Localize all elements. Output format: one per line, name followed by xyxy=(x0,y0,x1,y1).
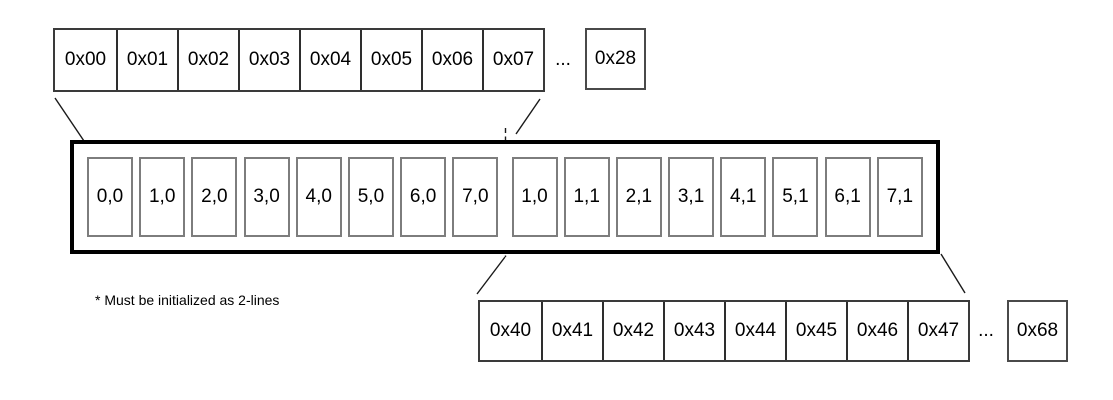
top-row-ellipsis: ... xyxy=(555,49,571,70)
address-cell: 0x47 xyxy=(907,302,968,360)
buffer-cell: 6,0 xyxy=(400,157,447,237)
address-cell: 0x43 xyxy=(663,302,724,360)
buffer-row: 0,0 1,0 2,0 3,0 4,0 5,0 6,0 7,0 1,0 1,1 … xyxy=(74,157,936,237)
memory-top-row: 0x00 0x01 0x02 0x03 0x04 0x05 0x06 0x07 xyxy=(53,28,545,92)
buffer-cell: 7,0 xyxy=(452,157,499,237)
buffer-cell: 3,1 xyxy=(668,157,715,237)
connector-bottom-left-line xyxy=(476,256,506,295)
buffer-cell: 6,1 xyxy=(824,157,871,237)
address-cell: 0x44 xyxy=(724,302,785,360)
buffer-cell: 4,0 xyxy=(295,157,342,237)
address-cell: 0x00 xyxy=(64,49,107,70)
buffer-cell: 1,0 xyxy=(139,157,186,237)
bottom-row-ellipsis: ... xyxy=(978,320,994,341)
footnote: * Must be initialized as 2-lines xyxy=(95,292,280,308)
buffer-cell: 1,0 xyxy=(511,157,558,237)
buffer-container: 0,0 1,0 2,0 3,0 4,0 5,0 6,0 7,0 1,0 1,1 … xyxy=(70,140,940,254)
address-cell: 0x02 xyxy=(177,30,238,90)
connector-top-right-line xyxy=(515,98,541,135)
address-cell: 0x05 xyxy=(360,30,421,90)
address-cell: 0x45 xyxy=(785,302,846,360)
address-box-0x28: 0x28 xyxy=(585,28,646,90)
address-cell: 0x01 xyxy=(116,30,177,90)
buffer-cell: 2,0 xyxy=(191,157,238,237)
address-cell: 0x06 xyxy=(421,30,482,90)
memory-bottom-row: 0x40 0x41 0x42 0x43 0x44 0x45 0x46 0x47 xyxy=(478,300,970,362)
address-cell: 0x40 xyxy=(489,320,532,341)
buffer-cell: 7,1 xyxy=(876,157,923,237)
buffer-cell: 2,1 xyxy=(615,157,662,237)
address-cell: 0x04 xyxy=(299,30,360,90)
address-cell: 0x07 xyxy=(482,30,543,90)
buffer-cell: 3,0 xyxy=(243,157,290,237)
address-cell: 0x41 xyxy=(541,302,602,360)
address-cell: 0x42 xyxy=(602,302,663,360)
buffer-cell: 5,0 xyxy=(347,157,394,237)
buffer-cell: 5,1 xyxy=(772,157,819,237)
buffer-cell: 4,1 xyxy=(720,157,767,237)
address-box-0x68: 0x68 xyxy=(1007,300,1068,362)
buffer-cell: 0,0 xyxy=(87,157,133,237)
address-cell: 0x46 xyxy=(846,302,907,360)
connector-top-left-line xyxy=(54,97,85,142)
buffer-cell: 1,1 xyxy=(563,157,610,237)
address-cell: 0x03 xyxy=(238,30,299,90)
connector-bottom-right-line xyxy=(940,253,966,294)
